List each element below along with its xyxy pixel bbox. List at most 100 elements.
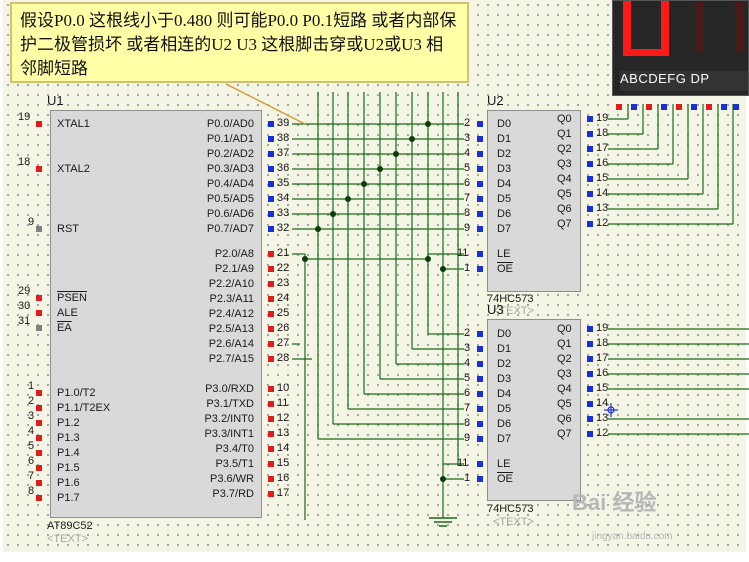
pin-marker-icon[interactable]: [587, 386, 593, 392]
pin-marker-icon[interactable]: [587, 206, 593, 212]
pin-marker-icon[interactable]: [268, 196, 274, 202]
pin-marker-icon[interactable]: [268, 386, 274, 392]
pin-marker-icon[interactable]: [36, 495, 42, 501]
u1-pin-name: PSEN: [57, 292, 87, 304]
pin-marker-icon[interactable]: [268, 491, 274, 497]
pin-marker-icon[interactable]: [36, 325, 42, 331]
pin-marker-icon[interactable]: [616, 104, 622, 110]
pin-marker-icon[interactable]: [477, 226, 483, 232]
pin-marker-icon[interactable]: [477, 461, 483, 467]
pin-marker-icon[interactable]: [477, 476, 483, 482]
pin-marker-icon[interactable]: [477, 166, 483, 172]
pin-marker-icon[interactable]: [268, 226, 274, 232]
pin-marker-icon[interactable]: [477, 346, 483, 352]
pin-marker-icon[interactable]: [477, 436, 483, 442]
pin-marker-icon[interactable]: [706, 104, 712, 110]
pin-marker-icon[interactable]: [661, 104, 667, 110]
pin-marker-icon[interactable]: [587, 416, 593, 422]
pin-marker-icon[interactable]: [587, 371, 593, 377]
pin-marker-icon[interactable]: [36, 465, 42, 471]
pin-marker-icon[interactable]: [587, 176, 593, 182]
u3-pin-number: 17: [596, 352, 609, 364]
pin-marker-icon[interactable]: [36, 226, 42, 232]
pin-marker-icon[interactable]: [268, 446, 274, 452]
pin-marker-icon[interactable]: [268, 151, 274, 157]
pin-marker-icon[interactable]: [587, 131, 593, 137]
pin-marker-icon[interactable]: [477, 251, 483, 257]
pin-marker-icon[interactable]: [587, 146, 593, 152]
pin-marker-icon[interactable]: [676, 104, 682, 110]
annotation-note[interactable]: 假设P0.0 这根线小于0.480 则可能P0.0 P0.1短路 或者内部保护二…: [10, 2, 469, 83]
pin-marker-icon[interactable]: [477, 121, 483, 127]
pin-marker-icon[interactable]: [587, 341, 593, 347]
u1-pin-name: P0.6/AD6: [206, 208, 254, 220]
pin-marker-icon[interactable]: [268, 401, 274, 407]
pin-marker-icon[interactable]: [587, 221, 593, 227]
pin-marker-icon[interactable]: [268, 166, 274, 172]
u2-pin-name: Q2: [557, 143, 572, 155]
pin-marker-icon[interactable]: [477, 406, 483, 412]
pin-marker-icon[interactable]: [477, 266, 483, 272]
pin-marker-icon[interactable]: [36, 405, 42, 411]
pin-marker-icon[interactable]: [268, 121, 274, 127]
pin-marker-icon[interactable]: [36, 435, 42, 441]
pin-marker-icon[interactable]: [477, 211, 483, 217]
pin-marker-icon[interactable]: [477, 376, 483, 382]
pin-marker-icon[interactable]: [587, 161, 593, 167]
u2-pin-number: 15: [596, 172, 609, 184]
pin-marker-icon[interactable]: [268, 251, 274, 257]
pin-marker-icon[interactable]: [477, 151, 483, 157]
pin-marker-icon[interactable]: [268, 311, 274, 317]
pin-marker-icon[interactable]: [36, 310, 42, 316]
pin-marker-icon[interactable]: [587, 356, 593, 362]
pin-marker-icon[interactable]: [631, 104, 637, 110]
pin-marker-icon[interactable]: [268, 181, 274, 187]
u2-chip-body[interactable]: [487, 110, 581, 292]
pin-marker-icon[interactable]: [691, 104, 697, 110]
pin-marker-icon[interactable]: [36, 295, 42, 301]
u1-pin-name: P2.0/A8: [214, 248, 254, 260]
pin-marker-icon[interactable]: [268, 461, 274, 467]
pin-marker-icon[interactable]: [587, 116, 593, 122]
pin-marker-icon[interactable]: [477, 421, 483, 427]
pin-marker-icon[interactable]: [268, 211, 274, 217]
pin-marker-icon[interactable]: [268, 136, 274, 142]
u3-chip-body[interactable]: [487, 319, 581, 501]
pin-marker-icon[interactable]: [36, 480, 42, 486]
u2-pin-number: 5: [464, 162, 471, 174]
u1-chip-body[interactable]: [50, 110, 262, 518]
pin-marker-icon[interactable]: [587, 431, 593, 437]
pin-marker-icon[interactable]: [587, 401, 593, 407]
pin-marker-icon[interactable]: [36, 166, 42, 172]
pin-marker-icon[interactable]: [733, 104, 739, 110]
pin-marker-icon[interactable]: [268, 326, 274, 332]
pin-marker-icon[interactable]: [268, 266, 274, 272]
pin-marker-icon[interactable]: [587, 191, 593, 197]
pin-marker-icon[interactable]: [36, 390, 42, 396]
pin-marker-icon[interactable]: [477, 136, 483, 142]
pin-marker-icon[interactable]: [477, 196, 483, 202]
pin-marker-icon[interactable]: [36, 450, 42, 456]
u3-pin-name: Q6: [557, 413, 572, 425]
pin-marker-icon[interactable]: [268, 356, 274, 362]
pin-marker-icon[interactable]: [721, 104, 727, 110]
u1-pin-name: P1.1/T2EX: [57, 402, 111, 414]
pin-marker-icon[interactable]: [268, 431, 274, 437]
pin-marker-icon[interactable]: [268, 296, 274, 302]
pin-marker-icon[interactable]: [477, 391, 483, 397]
u3-pin-number: 8: [464, 417, 471, 429]
pin-marker-icon[interactable]: [36, 420, 42, 426]
pin-marker-icon[interactable]: [477, 361, 483, 367]
pin-marker-icon[interactable]: [587, 326, 593, 332]
pin-marker-icon[interactable]: [268, 476, 274, 482]
pin-marker-icon[interactable]: [268, 281, 274, 287]
pin-marker-icon[interactable]: [268, 341, 274, 347]
u2-pin-number: 17: [596, 142, 609, 154]
pin-marker-icon[interactable]: [646, 104, 652, 110]
u2-pin-name: D4: [497, 178, 512, 190]
pin-marker-icon[interactable]: [477, 331, 483, 337]
pin-marker-icon[interactable]: [268, 416, 274, 422]
pin-marker-icon[interactable]: [477, 181, 483, 187]
pin-marker-icon[interactable]: [36, 121, 42, 127]
